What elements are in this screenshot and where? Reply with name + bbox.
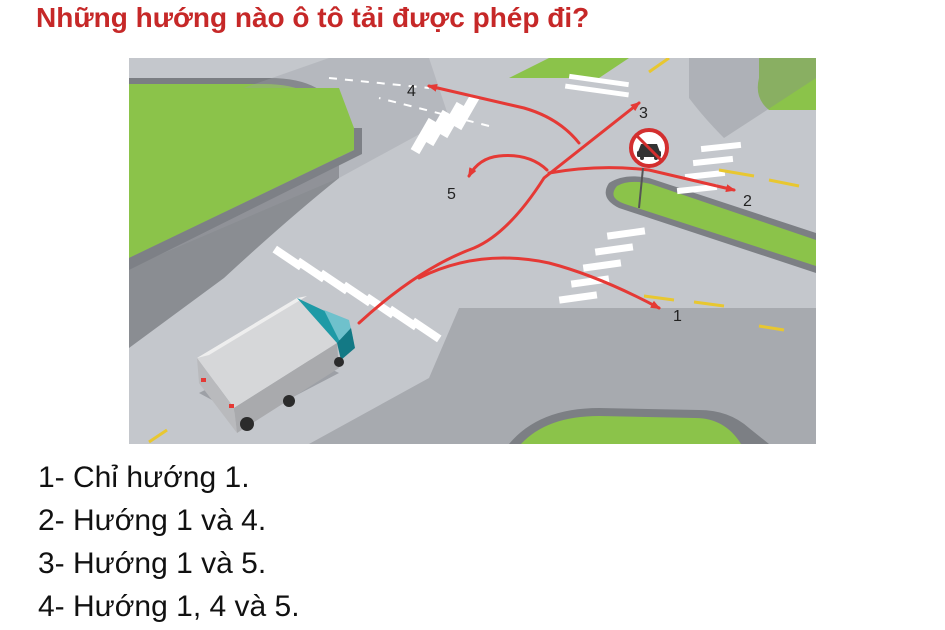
- no-cars-prohibition-sign: [629, 128, 669, 209]
- crosswalk-stripes: [272, 73, 742, 343]
- answer-option-2[interactable]: 2- Hướng 1 và 4.: [38, 504, 267, 537]
- direction-label-4: 4: [407, 83, 416, 100]
- direction-label-3: 3: [639, 105, 648, 122]
- answer-options: 1- Chỉ hướng 1. 2- Hướng 1 và 4. 3- Hướn…: [38, 456, 300, 628]
- arrow-5: [467, 154, 549, 178]
- answer-option-3[interactable]: 3- Hướng 1 và 5.: [38, 547, 267, 580]
- grass-areas: [129, 58, 816, 444]
- arrow-2: [547, 166, 736, 193]
- lane-markings: [148, 58, 800, 444]
- answer-option-1[interactable]: 1- Chỉ hướng 1.: [38, 461, 250, 494]
- direction-label-5: 5: [447, 186, 456, 203]
- question-title: Những hướng nào ô tô tải được phép đi?: [36, 2, 590, 33]
- direction-label-1: 1: [673, 308, 682, 325]
- answer-option-4[interactable]: 4- Hướng 1, 4 và 5.: [38, 590, 300, 623]
- direction-label-2: 2: [743, 193, 752, 210]
- truck-icon: [197, 296, 355, 433]
- arrow-1: [417, 256, 661, 310]
- lane-dashes: [328, 77, 490, 127]
- arrow-4: [427, 83, 581, 145]
- intersection-illustration: 1 2 3 4 5: [129, 58, 816, 444]
- arrow-3: [357, 101, 641, 325]
- direction-arrows: [357, 83, 736, 325]
